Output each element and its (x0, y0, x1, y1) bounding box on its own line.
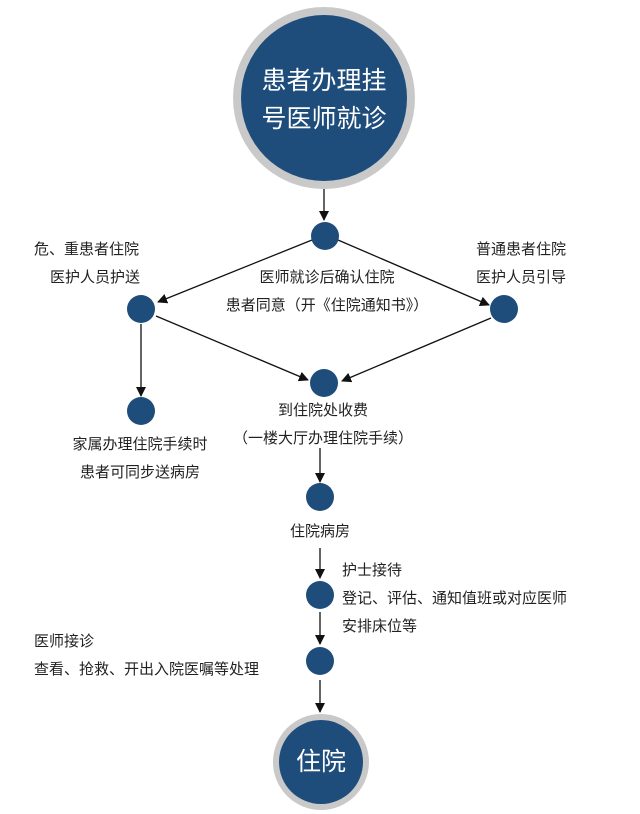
end-label-line1: 住院 (295, 747, 346, 776)
normal-node (490, 295, 518, 323)
start-label-line1: 患者办理挂 (261, 66, 387, 95)
family-label-line2: 患者可同步送病房 (79, 463, 200, 481)
ward-node (306, 483, 334, 511)
payment-label: 到住院处收费 （一楼大厅办理住院手续） (210, 396, 436, 452)
doctor-node (306, 647, 334, 675)
arrow-normal-to-payment (341, 317, 492, 383)
start-node (241, 15, 407, 181)
nurse-label-line3: 安排床位等 (342, 617, 418, 635)
ward-label-line1: 住院病房 (289, 522, 350, 540)
nurse-label: 护士接待 登记、评估、通知值班或对应医师 安排床位等 (342, 556, 567, 640)
family-label: 家属办理住院手续时 患者可同步送病房 (30, 430, 250, 486)
emergency-label-line1: 危、重患者住院 (34, 240, 140, 258)
start-node-label: 患者办理挂 号医师就诊 (244, 62, 404, 138)
ward-label: 住院病房 (260, 517, 380, 545)
arrow-hub-to-normal (337, 239, 490, 307)
payment-label-line2: （一楼大厅办理住院手续） (232, 429, 413, 447)
emergency-label: 危、重患者住院 医护人员护送 (34, 235, 140, 291)
emergency-label-line2: 医护人员护送 (50, 268, 141, 286)
family-label-line1: 家属办理住院手续时 (72, 435, 208, 453)
family-node (127, 397, 155, 425)
arrow-hub-to-emergency (157, 239, 313, 304)
confirm-label: 医师就诊后确认住院 患者同意（开《住院通知书》） (192, 263, 462, 319)
nurse-label-line2: 登记、评估、通知值班或对应医师 (342, 589, 568, 607)
doctor-label-line2: 查看、抢救、开出入院医嘱等处理 (34, 660, 260, 678)
normal-label-line1: 普通患者住院 (476, 240, 567, 258)
arrow-emergency-to-payment (155, 315, 309, 382)
doctor-label-line1: 医师接诊 (34, 632, 95, 650)
nurse-label-line1: 护士接待 (342, 561, 403, 579)
end-node-label: 住院 (271, 744, 371, 780)
payment-label-line1: 到住院处收费 (277, 401, 368, 419)
normal-label: 普通患者住院 医护人员引导 (476, 235, 566, 291)
doctor-label: 医师接诊 查看、抢救、开出入院医嘱等处理 (34, 627, 259, 683)
confirm-label-line1: 医师就诊后确认住院 (259, 268, 395, 286)
nurse-node (306, 581, 334, 609)
payment-node (310, 369, 338, 397)
confirm-label-line2: 患者同意（开《住院通知书》） (225, 296, 429, 314)
normal-label-line2: 医护人员引导 (476, 268, 567, 286)
emergency-node (127, 295, 155, 323)
end-node (279, 720, 363, 804)
hub-node (311, 222, 339, 250)
start-label-line2: 号医师就诊 (261, 104, 387, 133)
